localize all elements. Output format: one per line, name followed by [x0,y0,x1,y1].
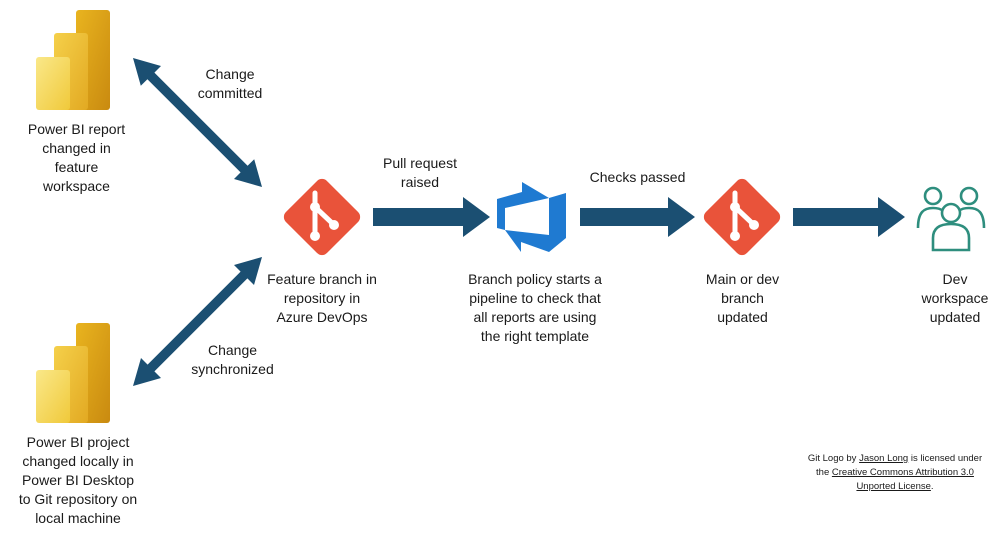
license-link[interactable]: Creative Commons Attribution 3.0 Unporte… [831,467,974,492]
pull-request-label: Pull request raised [383,155,457,190]
branch-policy-label: Branch policy starts a pipeline to check… [468,271,602,344]
change-committed-arrow [133,58,262,187]
git-icon [283,178,361,256]
feature-branch-label: Feature branch in repository in Azure De… [267,271,377,325]
pbi-report-label: Power BI report changed in feature works… [27,121,126,194]
checks-passed-label: Checks passed [589,169,686,185]
checks-passed-arrow [580,197,695,237]
main-branch-label: Main or dev branch updated [705,271,780,325]
git-icon [703,178,781,256]
team-workspace-icon [916,186,986,252]
change-committed-label: Change committed [197,66,263,101]
change-synchronized-label: Change synchronized [191,342,274,377]
pull-request-arrow [373,197,490,237]
power-bi-report-icon [36,10,110,110]
git-logo-credit: Git Logo by Jason Long is licensed under… [807,453,983,492]
power-bi-project-icon [36,323,110,423]
pbi-project-label: Power BI project changed locally in Powe… [18,434,138,526]
dev-workspace-label: Dev workspace updated [921,271,989,325]
azure-devops-icon [497,182,566,252]
deploy-arrow [793,197,905,237]
change-synchronized-arrow [133,257,262,386]
author-link[interactable]: Jason Long [859,453,909,464]
